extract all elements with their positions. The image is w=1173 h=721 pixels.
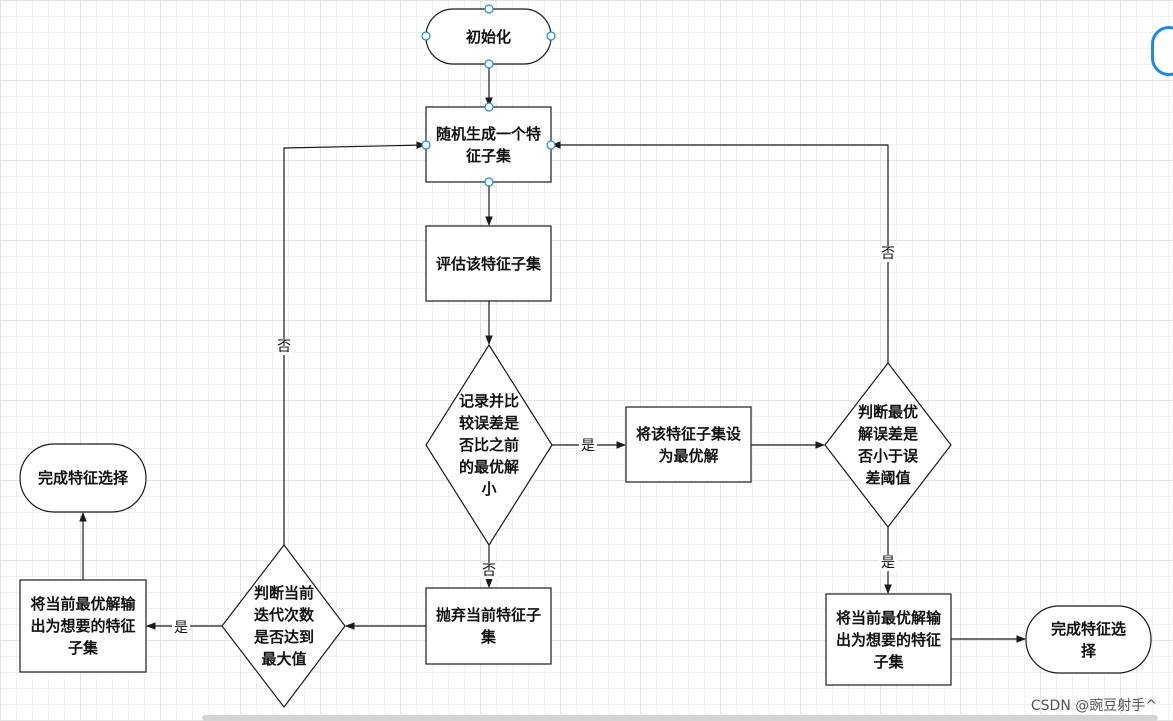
judge-iter-diamond[interactable] bbox=[221, 544, 346, 708]
set-best-label: 将该特征子集设为最优解 bbox=[635, 424, 741, 465]
done-right-terminal[interactable] bbox=[1025, 605, 1152, 674]
init-label: 初始化 bbox=[465, 27, 511, 46]
evaluate-label: 评估该特征子集 bbox=[435, 254, 541, 273]
edge-label-no-threshold: 否 bbox=[879, 246, 897, 262]
watermark: CSDN @豌豆射手^ bbox=[1030, 698, 1157, 714]
assistant-icon[interactable] bbox=[1151, 26, 1173, 76]
edge-judgeiter-no-loop bbox=[283, 141, 426, 545]
edge-label-no-discard: 否 bbox=[480, 563, 498, 579]
edge-label-yes-best: 是 bbox=[579, 438, 597, 454]
selection-handles[interactable] bbox=[421, 4, 556, 187]
judge-threshold-label: 判断最优解误差是否小于误差阈值 bbox=[857, 403, 918, 487]
evaluate-box[interactable] bbox=[425, 225, 552, 302]
done-right-label: 完成特征选择 bbox=[1050, 619, 1126, 660]
done-left-label: 完成特征选择 bbox=[38, 469, 129, 487]
judge-iter-label: 判断当前迭代次数是否达到最大值 bbox=[253, 584, 314, 668]
horizontal-scrollbar[interactable] bbox=[202, 715, 1158, 721]
record-compare-label: 记录并比较误差是否比之前的最优解小 bbox=[458, 392, 519, 498]
edge-label-yes-iter: 是 bbox=[172, 620, 190, 636]
edge-label-no-iter: 否 bbox=[275, 339, 293, 355]
done-left-terminal[interactable] bbox=[19, 443, 147, 513]
edge-judge-no-loop bbox=[551, 141, 889, 363]
set-best-box[interactable] bbox=[625, 406, 752, 483]
output-right-box[interactable] bbox=[825, 593, 952, 686]
discard-box[interactable] bbox=[425, 587, 552, 665]
output-left-label: 将当前最优解输出为想要的特征子集 bbox=[30, 595, 136, 657]
discard-label: 抛弃当前特征子集 bbox=[435, 606, 541, 646]
random-subset-box[interactable] bbox=[425, 106, 552, 183]
output-right-label: 将当前最优解输出为想要的特征子集 bbox=[835, 608, 941, 671]
random-subset-label: 随机生成一个特征子集 bbox=[435, 124, 541, 165]
edge-label-yes-threshold: 是 bbox=[879, 555, 897, 571]
